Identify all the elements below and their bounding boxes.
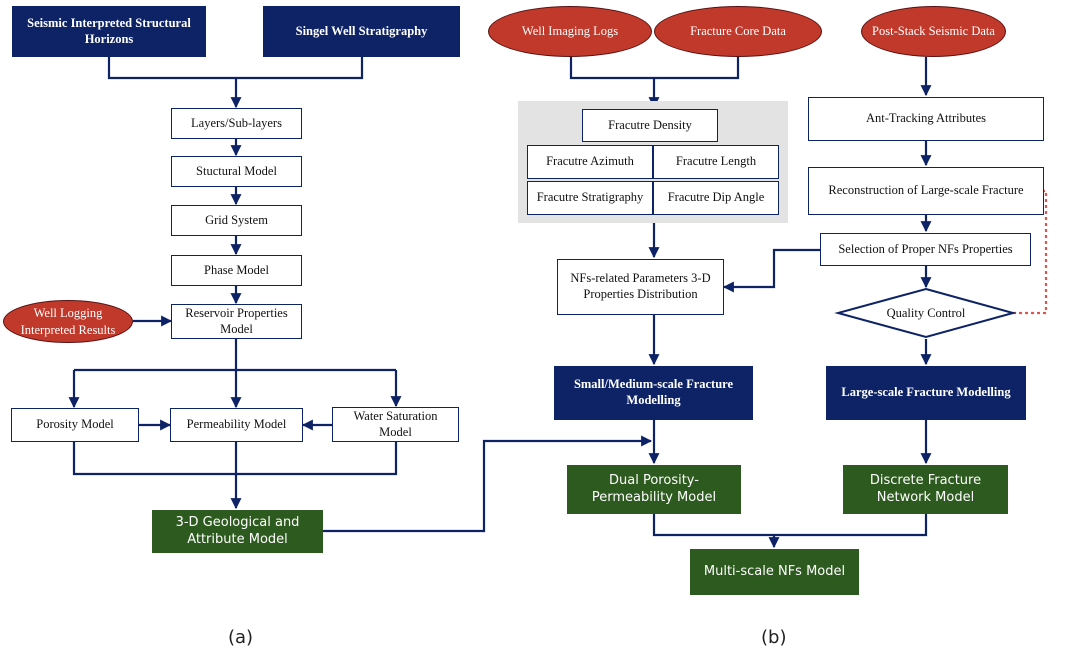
- fracture-stratigraphy-box: Fracutre Stratigraphy: [527, 181, 653, 215]
- seismic-horizons-box: Seismic Interpreted Structural Horizons: [12, 6, 206, 57]
- porosity-model-box: Porosity Model: [11, 408, 139, 442]
- connector-final-join: [652, 514, 928, 537]
- large-scale-fracture-box: Large-scale Fracture Modelling: [826, 366, 1026, 420]
- connector-logs-join: [569, 57, 740, 80]
- quality-control-label: Quality Control: [886, 305, 966, 320]
- fracture-core-oval: Fracture Core Data: [654, 6, 822, 57]
- arrow-geo-to-dual: [323, 435, 653, 533]
- grid-system-box: Grid System: [171, 205, 302, 236]
- well-imaging-oval: Well Imaging Logs: [488, 6, 652, 57]
- caption-b: (b): [761, 627, 787, 648]
- reservoir-properties-box: Reservoir Properties Model: [171, 304, 302, 339]
- phase-model-box: Phase Model: [171, 255, 302, 286]
- fracture-length-box: Fracutre Length: [653, 145, 779, 179]
- dual-porosity-model-box: Dual Porosity-Permeability Model: [567, 465, 741, 514]
- water-saturation-box: Water Saturation Model: [332, 407, 459, 442]
- selection-nfs-box: Selection of Proper NFs Properties: [820, 233, 1031, 266]
- multi-scale-nfs-box: Multi-scale NFs Model: [690, 549, 859, 595]
- nfs-parameters-box: NFs-related Parameters 3-D Properties Di…: [557, 259, 724, 315]
- fracture-azimuth-box: Fracutre Azimuth: [527, 145, 653, 179]
- layers-box: Layers/Sub-layers: [171, 108, 302, 139]
- caption-a: (a): [228, 627, 254, 648]
- connector-inputs-join: [107, 57, 364, 80]
- geological-attribute-model-box: 3-D Geological and Attribute Model: [152, 510, 323, 553]
- post-stack-oval: Post-Stack Seismic Data: [861, 6, 1006, 57]
- well-logging-oval: Well Logging Interpreted Results: [3, 300, 133, 343]
- ant-tracking-box: Ant-Tracking Attributes: [808, 97, 1044, 141]
- small-medium-fracture-box: Small/Medium-scale Fracture Modelling: [554, 366, 753, 420]
- single-well-box: Singel Well Stratigraphy: [263, 6, 460, 57]
- fracture-density-box: Fracutre Density: [582, 109, 718, 142]
- fracture-dip-angle-box: Fracutre Dip Angle: [653, 181, 779, 215]
- arrow-selection-to-nfs: [722, 248, 820, 293]
- reconstruction-box: Reconstruction of Large-scale Fracture: [808, 167, 1044, 215]
- quality-control-diamond: [834, 287, 1017, 339]
- structural-model-box: Stuctural Model: [171, 156, 302, 187]
- discrete-fracture-network-box: Discrete Fracture Network Model: [843, 465, 1008, 514]
- permeability-model-box: Permeability Model: [170, 408, 303, 442]
